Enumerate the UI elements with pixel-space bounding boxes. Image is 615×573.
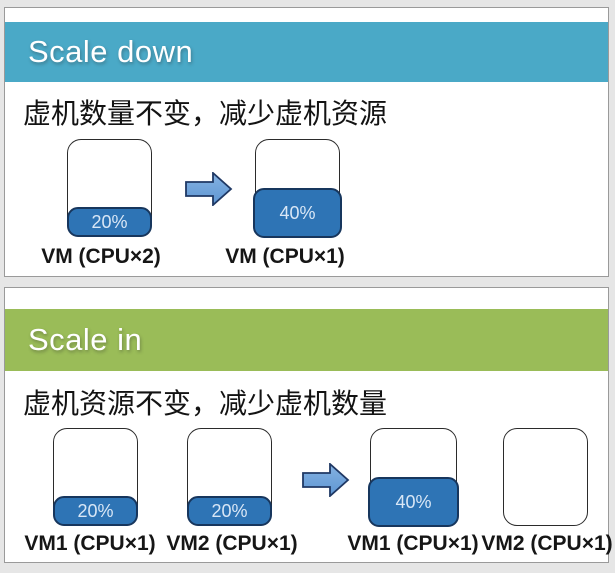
vm2-label-after: VM2 (CPU×1) bbox=[481, 532, 613, 555]
vm-usage-fill: 20% bbox=[187, 496, 272, 526]
vm2-box-after bbox=[503, 428, 588, 526]
usage-percent: 40% bbox=[279, 202, 316, 223]
scale-in-subtitle: 虚机资源不变，减少虚机数量 bbox=[23, 388, 388, 419]
usage-percent: 20% bbox=[91, 211, 128, 232]
scale-down-header: Scale down bbox=[5, 22, 608, 82]
scale-in-title: Scale in bbox=[28, 322, 143, 357]
arrow-right-icon bbox=[185, 172, 233, 206]
usage-percent: 40% bbox=[395, 491, 432, 512]
vm1-label-before: VM1 (CPU×1) bbox=[24, 532, 156, 555]
scale-in-panel: Scale in 虚机资源不变，减少虚机数量 20% VM1 (CPU×1) 2… bbox=[4, 287, 613, 563]
vm-usage-fill: 20% bbox=[53, 496, 138, 526]
vm-box-after: 40% bbox=[253, 139, 342, 238]
usage-percent: 20% bbox=[211, 500, 248, 521]
vm1-box-after: 40% bbox=[368, 428, 459, 527]
vm-box-before: 20% bbox=[67, 139, 152, 237]
arrow-right-icon bbox=[302, 463, 350, 497]
vm-usage-fill: 40% bbox=[253, 188, 342, 238]
vm-usage-fill: 40% bbox=[368, 477, 459, 527]
vm-usage-fill: 20% bbox=[67, 207, 152, 237]
vm2-box-before: 20% bbox=[187, 428, 272, 526]
scale-down-panel: Scale down 虚机数量不变，减少虚机资源 20% VM (CPU×2) … bbox=[4, 7, 609, 277]
vm2-label-before: VM2 (CPU×1) bbox=[166, 532, 298, 555]
vm1-label-after: VM1 (CPU×1) bbox=[347, 532, 479, 555]
scale-down-subtitle: 虚机数量不变，减少虚机资源 bbox=[23, 98, 388, 129]
usage-percent: 20% bbox=[77, 500, 114, 521]
vm1-box-before: 20% bbox=[53, 428, 138, 526]
vm-label-after: VM (CPU×1) bbox=[225, 245, 345, 268]
scale-in-header: Scale in bbox=[5, 309, 608, 371]
vm-label-before: VM (CPU×2) bbox=[41, 245, 161, 268]
scale-down-title: Scale down bbox=[28, 34, 194, 69]
